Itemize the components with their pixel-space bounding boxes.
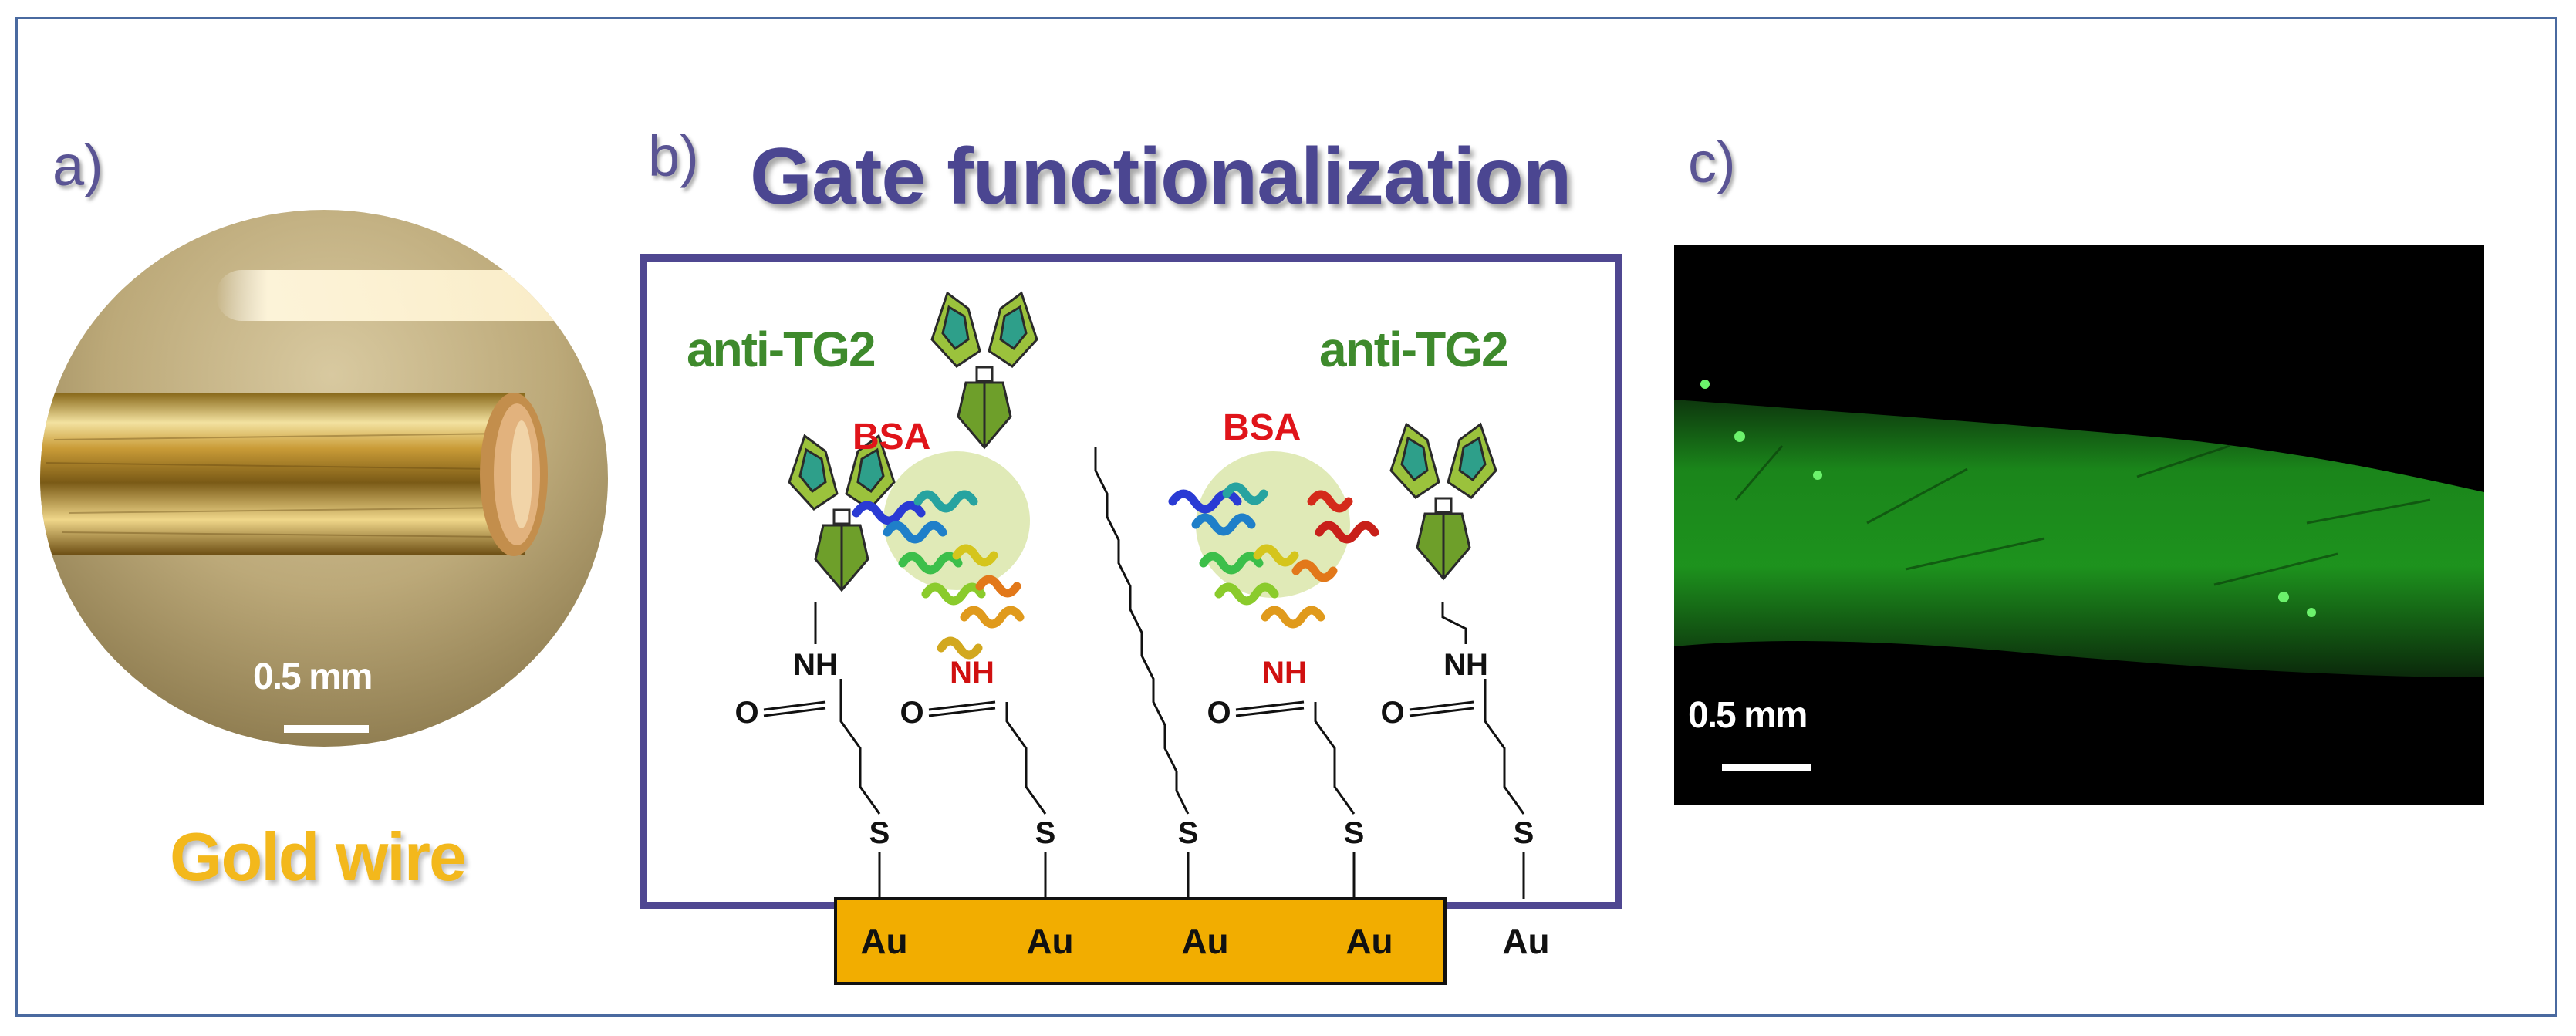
au-label-5: Au	[1502, 921, 1549, 961]
amide-nh-left: NH	[793, 648, 838, 682]
anti-tg2-label-right: anti-TG2	[1319, 322, 1507, 377]
bsa-label-right: BSA	[1223, 407, 1301, 448]
sulfur-4: S	[1344, 816, 1365, 850]
carbonyl-o-2: O	[900, 696, 923, 730]
antibody-right	[1389, 422, 1497, 581]
bsa-nh-left: NH	[950, 656, 994, 690]
bsa-protein-left	[852, 451, 1030, 660]
panel-c-scale-bar	[1722, 764, 1811, 771]
au-label-2: Au	[1026, 921, 1073, 961]
panel-c-label: c)	[1688, 130, 1736, 194]
carbonyl-o-4: O	[1380, 696, 1404, 730]
panel-b-label: b)	[648, 124, 699, 188]
gold-wire-caption: Gold wire	[170, 818, 467, 895]
alkyl-chains	[839, 447, 1525, 815]
sulfur-2: S	[1035, 816, 1056, 850]
au-label-1: Au	[860, 921, 907, 961]
outer-frame	[15, 17, 2557, 1017]
panel-c-scale-label: 0.5 mm	[1688, 695, 1808, 736]
au-label-3: Au	[1181, 921, 1228, 961]
panel-a-label: a)	[52, 133, 103, 197]
gold-wire-photo	[40, 210, 608, 747]
bsa-label-left: BSA	[852, 417, 930, 457]
bsa-protein-right	[1168, 451, 1379, 629]
carbonyl-o-1: O	[734, 696, 758, 730]
fluorescence-image	[1674, 245, 2484, 805]
carbonyl-o-3: O	[1207, 696, 1231, 730]
anti-tg2-label-left: anti-TG2	[687, 322, 875, 377]
gold-substrate	[834, 897, 1447, 985]
panel-a-scale-bar	[284, 725, 369, 733]
functionalization-diagram: Au Au Au Au Au S S S S S	[640, 254, 1622, 985]
sulfur-1: S	[869, 816, 890, 850]
antibody-center	[930, 291, 1038, 450]
panel-a-scale-label: 0.5 mm	[253, 656, 373, 697]
au-label-4: Au	[1345, 921, 1393, 961]
diagram-box	[640, 254, 1622, 909]
bsa-nh-right: NH	[1262, 656, 1307, 690]
amide-nh-right: NH	[1443, 648, 1488, 682]
panel-b-title: Gate functionalization	[750, 132, 1572, 221]
sulfur-5: S	[1514, 816, 1534, 850]
antibody-left	[788, 434, 896, 592]
sulfur-3: S	[1178, 816, 1199, 850]
